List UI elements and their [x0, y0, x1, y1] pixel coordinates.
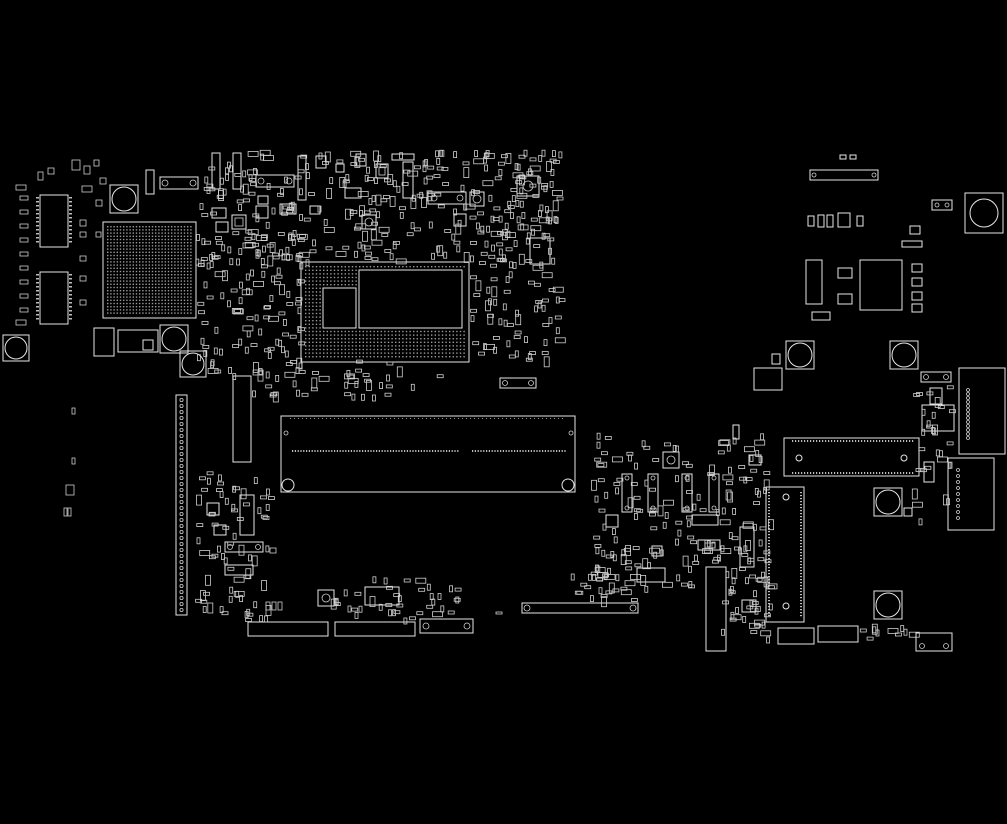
left-mounting-holes[interactable] — [2, 184, 207, 378]
sodimm-pins — [290, 418, 566, 452]
right-edge-connectors[interactable] — [777, 367, 1006, 652]
cpu-ball-grid — [305, 266, 465, 358]
small-ic-pad[interactable] — [142, 339, 154, 351]
horizontal-connector[interactable] — [783, 437, 920, 477]
small-ic-left[interactable] — [93, 327, 115, 357]
vertical-tall-connector[interactable] — [765, 486, 805, 623]
pch-ball-grid — [107, 226, 192, 314]
sodimm-hole-right — [561, 478, 575, 492]
vertical-connector-pins — [768, 492, 802, 617]
pch-bga-package[interactable] — [102, 221, 197, 319]
sodimm-slot[interactable] — [280, 415, 576, 493]
left-board-section — [2, 152, 639, 637]
left-vertical-connector[interactable] — [175, 394, 188, 616]
memory-chip-top[interactable] — [39, 194, 69, 248]
cpu-bga-package[interactable] — [300, 261, 470, 363]
passive-components — [63, 149, 956, 644]
left-edge-components — [15, 159, 107, 326]
sodimm-hole-left — [281, 478, 295, 492]
cpu-die-pch — [322, 287, 357, 329]
upper-right-section[interactable] — [753, 154, 953, 391]
left-connector-pins — [179, 397, 184, 613]
resistor-array[interactable] — [117, 329, 159, 353]
bottom-left-connectors[interactable] — [206, 494, 639, 637]
vertical-module[interactable] — [232, 375, 252, 463]
memory-chip-bottom[interactable] — [39, 271, 69, 325]
cpu-top-components[interactable] — [281, 153, 551, 389]
cpu-die-core — [358, 269, 463, 329]
right-mounting-holes[interactable] — [785, 192, 1004, 620]
top-left-components[interactable] — [145, 152, 321, 233]
horizontal-connector-pins — [792, 388, 970, 520]
memory-chip-pins — [36, 197, 72, 320]
